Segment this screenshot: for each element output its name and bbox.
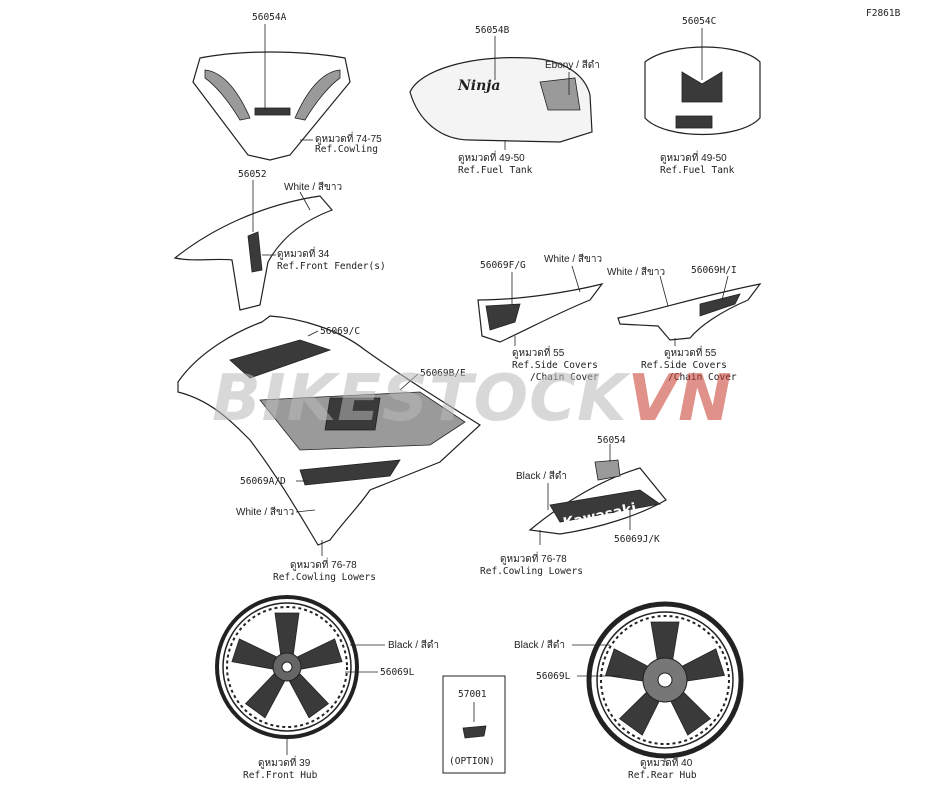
leader-white-cowl — [295, 509, 316, 513]
part-number-57001: 57001 — [458, 689, 487, 700]
front-wheel-rim-stripe — [226, 606, 348, 728]
tank-top-lower-panel — [675, 115, 713, 129]
front-wheel-axle — [281, 661, 293, 673]
windscreen-badge — [254, 107, 291, 116]
front-wheel-spokes — [231, 612, 343, 719]
ref-fuel-tank-b-en: Ref.Fuel Tank — [458, 165, 533, 176]
part-number-56052: 56052 — [238, 169, 267, 180]
fuel-tank-decal-group[interactable]: Ninja — [409, 36, 593, 150]
ref-cowling-lowers-r-thai: ดูหมวดที่ 76-78 — [500, 551, 567, 565]
ref-cowling-thai: ดูหมวดที่ 74-75 — [315, 131, 382, 145]
part-number-56069HI: 56069H/I — [691, 265, 737, 276]
figure-code: F2861B — [866, 8, 901, 19]
front-fender-decal-group[interactable] — [173, 180, 334, 311]
option-part-box[interactable] — [442, 675, 506, 774]
rear-wheel-rim — [596, 611, 734, 749]
ref-fuel-tank-c-en: Ref.Fuel Tank — [660, 165, 735, 176]
option-part-shape[interactable] — [462, 725, 487, 739]
ref-side-cover-hi-en1: Ref.Side Covers — [641, 360, 727, 371]
part-number-56069L-right: 56069L — [536, 671, 571, 682]
ref-front-fender-en: Ref.Front Fender(s) — [277, 261, 386, 272]
ref-cowling-lowers-r-en: Ref.Cowling Lowers — [480, 566, 583, 577]
part-number-56069JK: 56069J/K — [614, 534, 660, 545]
ref-fuel-tank-c-thai: ดูหมวดที่ 49-50 — [660, 150, 727, 164]
ref-rear-hub-thai: ดูหมวดที่ 40 — [640, 755, 693, 769]
fuel-tank-side-panel — [539, 77, 581, 111]
color-white-fg: White / สีขาว — [544, 253, 602, 265]
ref-rear-hub-en: Ref.Rear Hub — [628, 770, 697, 781]
tank-top-v-emblem — [681, 71, 723, 103]
ref-cowling-lowers-l-thai: ดูหมวดที่ 76-78 — [290, 557, 357, 571]
color-white-hi: White / สีขาว — [607, 266, 665, 278]
color-black-front: Black / สีดำ — [388, 639, 439, 651]
windscreen-right-vent — [294, 69, 341, 121]
leader-white-hi — [659, 275, 669, 307]
ref-cowling-lowers-l-en: Ref.Cowling Lowers — [273, 572, 376, 583]
windscreen-shape[interactable] — [192, 51, 351, 161]
cowling-lower-top-tab — [594, 459, 621, 481]
rear-wheel-group[interactable] — [586, 601, 744, 759]
ref-side-cover-fg-thai: ดูหมวดที่ 55 — [512, 345, 565, 359]
color-black-rear: Black / สีดำ — [514, 639, 565, 651]
leader-56069BE — [399, 373, 419, 391]
rear-wheel-spokes — [604, 621, 726, 736]
cowling-lower-decal-group[interactable]: Kawasaki — [528, 444, 667, 545]
windscreen-left-vent — [204, 69, 251, 121]
watermark-suffix: VN — [628, 362, 733, 436]
cowling-lower-stripe — [549, 489, 662, 523]
rear-wheel-axle — [657, 672, 673, 688]
part-number-56054: 56054 — [597, 435, 626, 446]
ref-front-fender-thai: ดูหมวดที่ 34 — [277, 246, 330, 260]
option-label: (OPTION) — [449, 756, 495, 767]
part-number-56069C: 56069/C — [320, 326, 360, 337]
rear-wheel-rim-stripe — [600, 615, 730, 745]
ref-cowling-en: Ref.Cowling — [315, 144, 378, 155]
part-number-56069L-left: 56069L — [380, 667, 415, 678]
side-cover-hi-graphic — [699, 293, 741, 317]
ref-side-cover-fg-en1: Ref.Side Covers — [512, 360, 598, 371]
leader-white-fg — [571, 265, 581, 293]
main-cowling-inner-graphic — [324, 397, 381, 431]
color-white-cowl: White / สีขาว — [236, 506, 294, 518]
ref-front-hub-thai: ดูหมวดที่ 39 — [258, 755, 311, 769]
windscreen-decal-group[interactable] — [192, 24, 351, 161]
watermark: BIKESTOCKVN — [212, 362, 733, 436]
side-cover-hi-shape[interactable] — [617, 283, 762, 341]
tank-top-decal-group[interactable] — [644, 28, 761, 136]
leader-56069C — [307, 330, 319, 337]
watermark-prefix: BIKESTOCK — [212, 362, 631, 436]
main-cowling-decal-group[interactable] — [177, 315, 481, 556]
color-black-cowl: Black / สีดำ — [516, 470, 567, 482]
part-number-56069AD: 56069A/D — [240, 476, 286, 487]
side-cover-fg-graphic — [485, 303, 521, 331]
leader-56069HI — [721, 275, 729, 301]
side-cover-hi-decal-group[interactable] — [617, 275, 762, 346]
option-box-frame — [442, 675, 506, 774]
side-cover-fg-shape[interactable] — [477, 283, 604, 343]
color-ebony: Ebony / สีดำ — [545, 59, 600, 71]
leader-white-fender — [299, 191, 311, 211]
ref-fuel-tank-b-thai: ดูหมวดที่ 49-50 — [458, 150, 525, 164]
ref-front-hub-en: Ref.Front Hub — [243, 770, 318, 781]
part-number-56069BE: 56069B/E — [420, 368, 466, 379]
ref-side-cover-fg-en2: /Chain Cover — [530, 372, 599, 383]
part-number-56054C: 56054C — [682, 16, 716, 27]
front-fender-stripe — [247, 231, 263, 273]
front-wheel-rim — [222, 602, 352, 732]
ref-side-cover-hi-en2: /Chain Cover — [668, 372, 737, 383]
fuel-tank-shape[interactable] — [409, 57, 593, 143]
ref-side-cover-hi-thai: ดูหมวดที่ 55 — [664, 345, 717, 359]
main-cowling-upper-stripe — [229, 339, 332, 379]
part-number-56054A: 56054A — [252, 12, 287, 23]
main-cowling-lower-stripe — [299, 459, 401, 486]
part-number-56069FG: 56069F/G — [480, 260, 526, 271]
tank-ninja-logo: Ninja — [457, 78, 500, 94]
part-number-56054B: 56054B — [475, 25, 510, 36]
front-wheel-group[interactable] — [215, 595, 359, 739]
side-cover-fg-decal-group[interactable] — [477, 265, 604, 346]
color-white-fender: White / สีขาว — [284, 181, 342, 193]
